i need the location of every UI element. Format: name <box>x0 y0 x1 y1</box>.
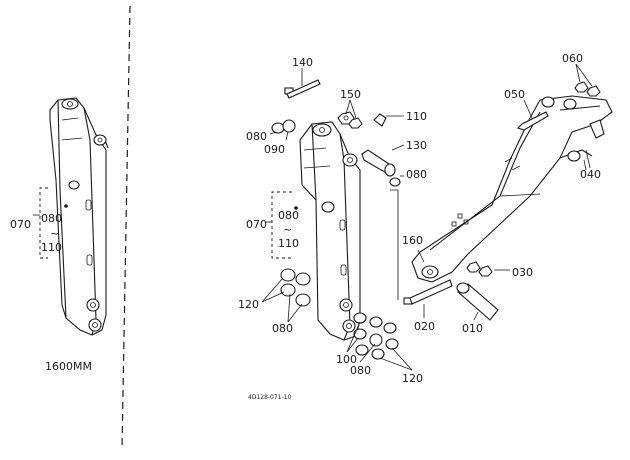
bushing-080-090 <box>269 119 296 141</box>
callout-050: 050 <box>504 88 525 101</box>
bolt-140 <box>284 68 321 99</box>
drawing-number: 4D128-071-10 <box>248 394 291 401</box>
bolt-050 <box>516 99 549 131</box>
seals-100-120 <box>346 312 413 371</box>
nuts-030 <box>466 261 510 277</box>
callout-150: 150 <box>340 88 361 101</box>
callout-130: 130 <box>406 139 427 152</box>
pin-010 <box>456 282 499 321</box>
callout-110: 110 <box>406 110 427 123</box>
grease-nipple-110 <box>373 113 404 127</box>
seals-120-left <box>261 268 311 323</box>
callout-040: 040 <box>580 168 601 181</box>
callout-160: 160 <box>402 234 423 247</box>
callout-080-lower: 080 <box>350 364 371 377</box>
callout-140: 140 <box>292 56 313 69</box>
variant-label: 1600MM <box>45 360 92 373</box>
callout-090: 090 <box>264 143 285 156</box>
callout-080-left-range: 080 <box>41 212 62 225</box>
callout-080-lower-left: 080 <box>272 322 293 335</box>
callout-010: 010 <box>462 322 483 335</box>
callout-100: 100 <box>336 353 357 366</box>
callout-110-left-range: 110 <box>41 241 62 254</box>
callout-120-lower: 120 <box>402 372 423 385</box>
range-tilde-left: ~ <box>50 227 59 240</box>
callout-080-bushing: 080 <box>246 130 267 143</box>
callout-120-left: 120 <box>238 298 259 311</box>
callout-030: 030 <box>512 266 533 279</box>
range-tilde-right: ~ <box>283 223 292 236</box>
callout-080-collar: 080 <box>406 168 427 181</box>
arm-1600mm <box>33 97 109 336</box>
nuts-150 <box>337 99 363 129</box>
callout-060: 060 <box>562 52 583 65</box>
leader-160 <box>417 249 425 263</box>
callout-020: 020 <box>414 320 435 333</box>
bolt-020 <box>403 279 453 318</box>
callout-070-left: 070 <box>10 218 31 231</box>
callout-070-right: 070 <box>246 218 267 231</box>
section-divider <box>121 5 131 449</box>
callout-110-right-range: 110 <box>278 237 299 250</box>
callout-080-right-range: 080 <box>278 209 299 222</box>
pin-130 <box>361 144 405 300</box>
boom <box>411 95 613 283</box>
nuts-060 <box>574 63 601 97</box>
leader-040 <box>585 149 591 169</box>
arm-standard <box>266 121 361 341</box>
